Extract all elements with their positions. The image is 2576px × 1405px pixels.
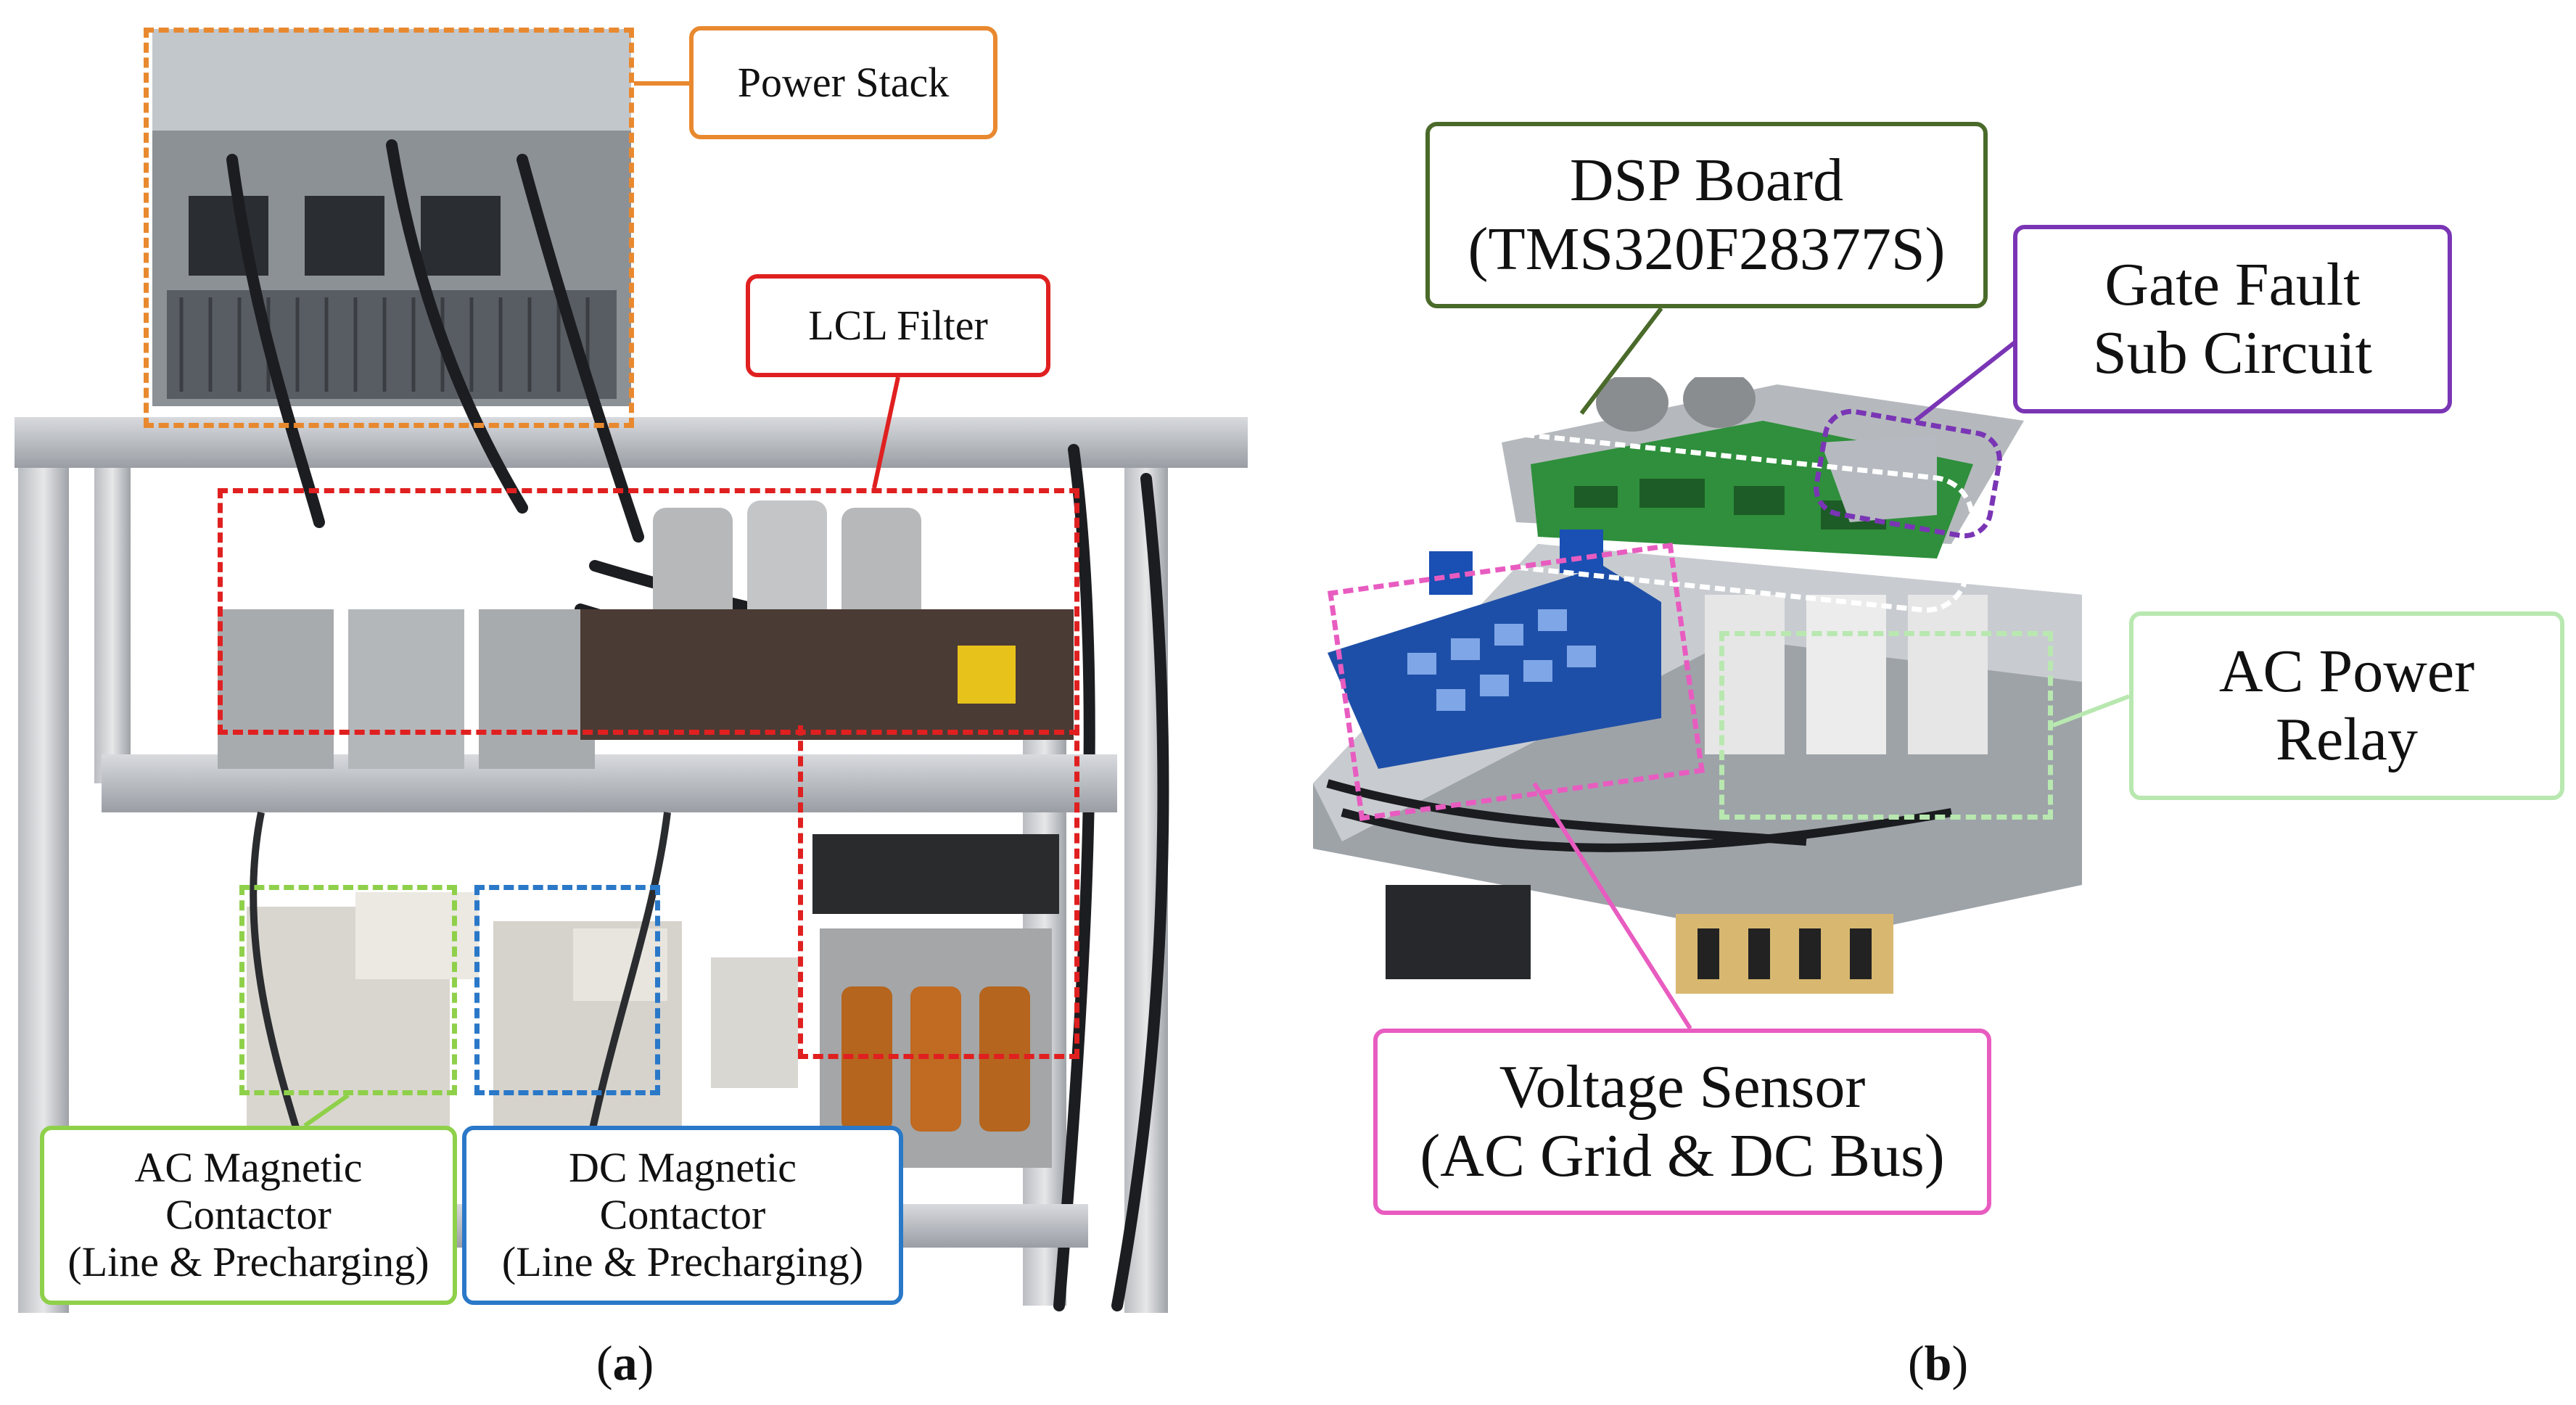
power-stack-label-text: Power Stack <box>737 58 950 106</box>
dsp-board-label: DSP Board (TMS320F28377S) <box>1425 122 1988 308</box>
dc-contactor-label: DC Magnetic Contactor (Line & Prechargin… <box>462 1126 903 1305</box>
lcl-filter-highlight <box>218 488 1079 735</box>
panel-a-letter: a <box>612 1335 638 1390</box>
ac-relay-label: AC Power Relay <box>2129 611 2564 800</box>
photo-control-board-b <box>1299 377 2082 1066</box>
panel-b-caption: (b) <box>1908 1335 1969 1390</box>
photo-test-bench-a <box>15 15 1248 1320</box>
ac-contactor-label-text: AC Magnetic Contactor (Line & Prechargin… <box>67 1144 429 1285</box>
gate-fault-label-text: Gate Fault Sub Circuit <box>2092 250 2372 387</box>
panel-b-letter: b <box>1924 1335 1952 1390</box>
panel-a-caption: (a) <box>596 1335 654 1390</box>
ac-relay-highlight <box>1719 631 2053 820</box>
ac-relay-label-text: AC Power Relay <box>2218 637 2475 773</box>
photo-b-illustration <box>1313 377 2082 994</box>
power-stack-label: Power Stack <box>689 26 997 139</box>
ac-contactor-highlight <box>239 885 457 1095</box>
voltage-sensor-label-text: Voltage Sensor (AC Grid & DC Bus) <box>1420 1053 1945 1190</box>
lcl-filter-label-text: LCL Filter <box>808 301 988 349</box>
ac-contactor-label: AC Magnetic Contactor (Line & Prechargin… <box>40 1126 457 1305</box>
lcl-filter-highlight-lower <box>798 725 1079 1059</box>
voltage-sensor-label: Voltage Sensor (AC Grid & DC Bus) <box>1373 1029 1991 1215</box>
dc-contactor-highlight <box>474 885 660 1095</box>
gate-fault-label: Gate Fault Sub Circuit <box>2013 225 2452 413</box>
photo-a-illustration <box>15 29 1248 1313</box>
power-stack-highlight <box>144 28 634 428</box>
dsp-board-label-text: DSP Board (TMS320F28377S) <box>1468 147 1946 283</box>
lcl-filter-label: LCL Filter <box>746 274 1050 377</box>
dc-contactor-label-text: DC Magnetic Contactor (Line & Prechargin… <box>501 1144 864 1285</box>
